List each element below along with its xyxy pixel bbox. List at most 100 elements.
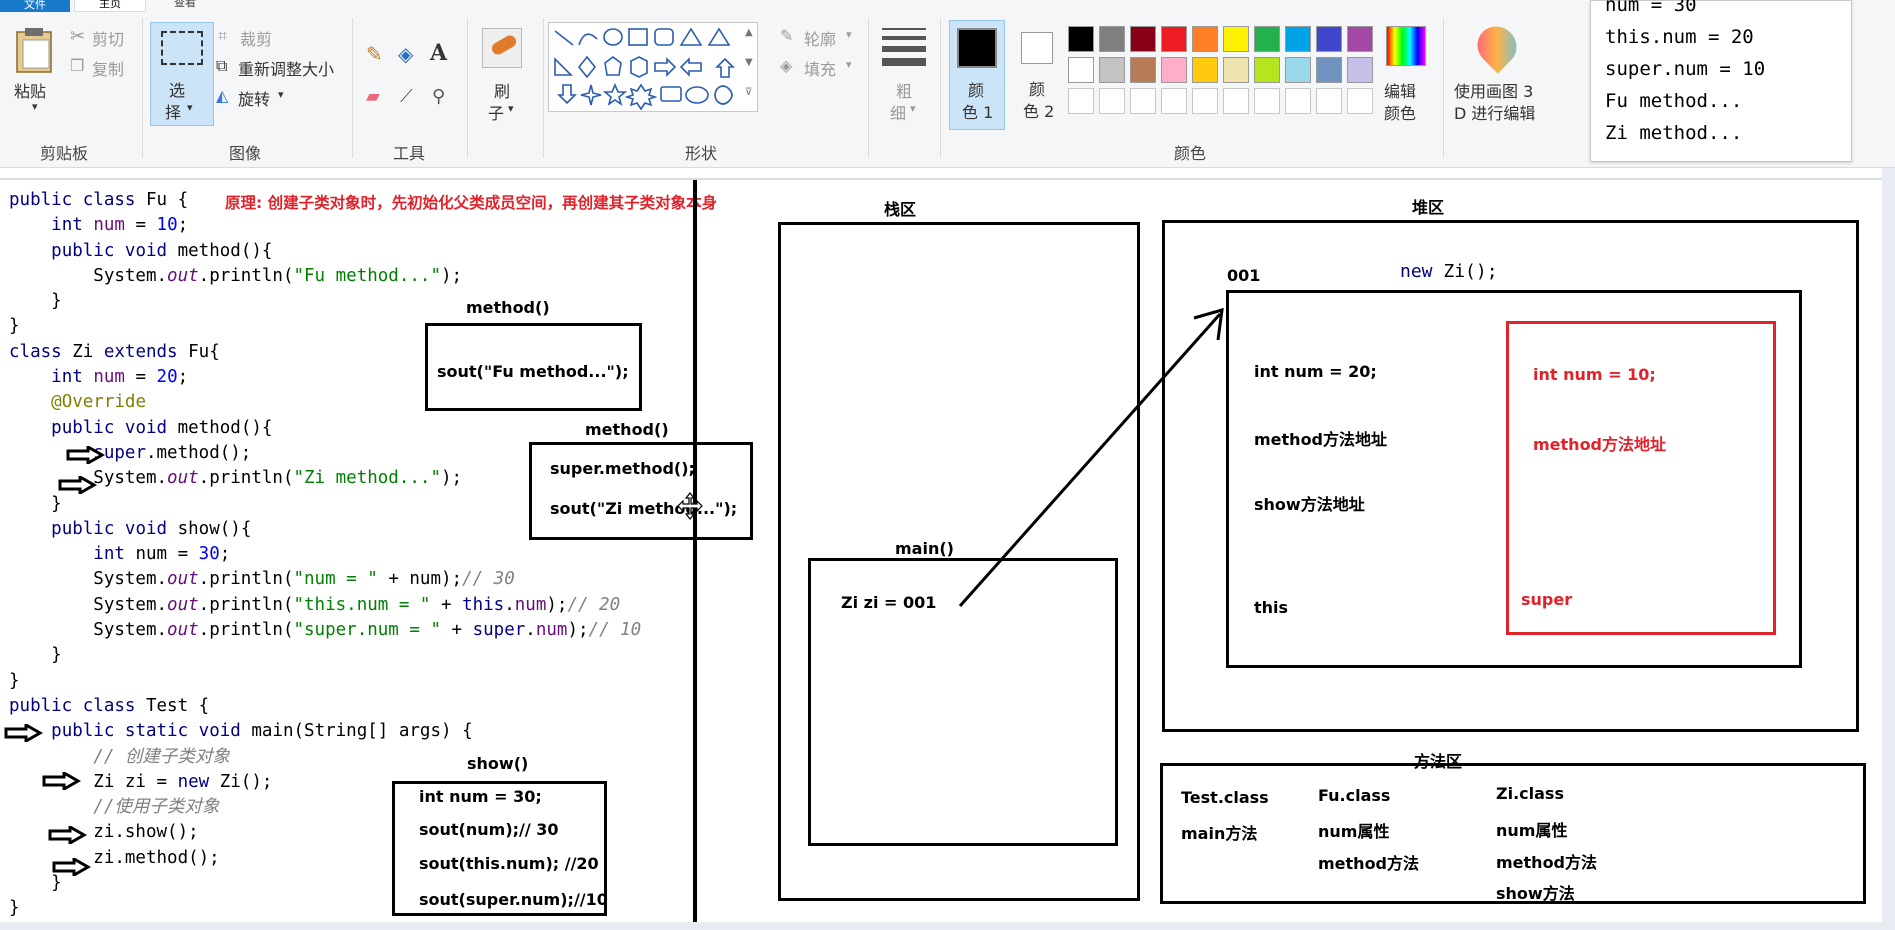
vertical-scrollbar[interactable] [1882, 168, 1895, 930]
palette-swatch[interactable] [1192, 26, 1218, 52]
stack-frame [778, 222, 1140, 901]
outline-button[interactable]: 轮廓 [804, 30, 837, 49]
method-area-item: Test.class [1181, 788, 1269, 807]
tab-home[interactable]: 主页 [74, 0, 146, 12]
console-line: Zi method... [1605, 122, 1743, 144]
rotate-icon: ◭ [216, 86, 229, 105]
separator [543, 18, 544, 158]
palette-swatch-empty[interactable] [1347, 88, 1373, 114]
brush-label-2: 子 [488, 104, 505, 123]
console-line: super.num = 10 [1605, 58, 1766, 80]
zi-object-this: this [1254, 598, 1289, 617]
palette-swatch-empty[interactable] [1130, 88, 1156, 114]
method-area-item: Zi.class [1496, 784, 1564, 803]
gallery-expand[interactable]: ⊽ [745, 87, 753, 98]
select-button[interactable]: 选 择 ▾ [150, 22, 214, 126]
eraser-icon[interactable]: ▰ [366, 86, 380, 107]
palette-swatch[interactable] [1285, 26, 1311, 52]
rainbow-icon [1386, 26, 1426, 66]
shapes-gallery[interactable]: ▲ ▼ ⊽ [548, 22, 758, 112]
palette-swatch[interactable] [1068, 57, 1094, 83]
palette-swatch[interactable] [1161, 26, 1187, 52]
fill-button[interactable]: 填充 [804, 60, 837, 79]
tab-view[interactable]: 查看 [174, 0, 196, 9]
palette-swatch-empty[interactable] [1223, 88, 1249, 114]
super-object-field: int num = 10; [1533, 365, 1656, 384]
exec-arrow-icon [66, 446, 106, 464]
gallery-scroll-down[interactable]: ▼ [745, 57, 753, 68]
paste-button[interactable]: 粘贴 ▾ [10, 22, 60, 122]
outline-icon: ✎ [780, 26, 794, 45]
pencil-icon[interactable]: ✎ [366, 42, 383, 66]
method-area-item: num属性 [1496, 821, 1568, 840]
super-object-field: method方法地址 [1533, 435, 1667, 454]
palette-swatch[interactable] [1223, 26, 1249, 52]
scissors-icon: ✂ [70, 26, 86, 47]
palette-swatch[interactable] [1347, 26, 1373, 52]
paste-label: 粘贴 [14, 82, 47, 101]
palette-swatch[interactable] [1223, 57, 1249, 83]
palette-swatch[interactable] [1254, 57, 1280, 83]
palette-swatch[interactable] [1316, 57, 1342, 83]
paint3d-button[interactable]: 使用画图 3 D 进行编辑 [1448, 18, 1548, 126]
edit-colors-label-b: 颜色 [1384, 104, 1417, 123]
palette-swatch[interactable] [1130, 26, 1156, 52]
color1-swatch [957, 28, 997, 68]
fill-bucket-icon[interactable]: ◈ [398, 42, 414, 66]
size-dropdown-icon: ▾ [910, 102, 916, 115]
copy-icon: ❐ [70, 56, 85, 75]
method-area-item: Fu.class [1318, 786, 1391, 805]
color2-label-a: 颜 [1029, 80, 1046, 99]
palette-swatch-empty[interactable] [1192, 88, 1218, 114]
palette-swatch[interactable] [1099, 26, 1125, 52]
tab-file[interactable]: 文件 [0, 0, 70, 12]
cut-button[interactable]: 剪切 [92, 30, 125, 49]
edit-colors-button[interactable]: 编辑 颜色 [1380, 22, 1434, 126]
show-line: int num = 30; [419, 787, 542, 806]
copy-button[interactable]: 复制 [92, 60, 125, 79]
color2-button[interactable]: 颜 色 2 [1011, 20, 1065, 130]
palette-swatch-empty[interactable] [1316, 88, 1342, 114]
exec-arrow-icon [42, 772, 82, 790]
method-area-title: 方法区 [1414, 752, 1463, 771]
paint3d-label-a: 使用画图 3 [1454, 82, 1534, 101]
palette-swatch-empty[interactable] [1285, 88, 1311, 114]
reference-arrow [958, 307, 1224, 607]
resize-button[interactable]: 重新调整大小 [238, 60, 335, 79]
size-button[interactable]: 粗 细 ▾ [874, 22, 934, 126]
palette-swatch-empty[interactable] [1254, 88, 1280, 114]
text-icon[interactable]: A [430, 40, 448, 66]
zi-method-title: method() [585, 420, 669, 439]
palette-swatch-empty[interactable] [1161, 88, 1187, 114]
color2-swatch [1021, 32, 1053, 64]
color-picker-icon[interactable]: ⟋ [400, 86, 413, 107]
heap-new-expr: new Zi(); [1400, 261, 1498, 282]
palette-swatch[interactable] [1254, 26, 1280, 52]
palette-swatch[interactable] [1068, 26, 1094, 52]
palette-swatch-empty[interactable] [1068, 88, 1094, 114]
gallery-scroll-up[interactable]: ▲ [745, 27, 753, 38]
palette-swatch-empty[interactable] [1099, 88, 1125, 114]
separator [868, 18, 869, 158]
zi-object-field: show方法地址 [1254, 495, 1365, 514]
color2-label-b: 色 2 [1023, 102, 1055, 121]
magnifier-icon[interactable]: ⚲ [432, 86, 446, 107]
rotate-button[interactable]: 旋转 [238, 90, 271, 109]
line-size-icon [882, 28, 926, 66]
palette-swatch[interactable] [1285, 57, 1311, 83]
horizontal-scrollbar[interactable] [0, 922, 1895, 930]
show-line: sout(num);// 30 [419, 820, 559, 839]
brushes-button[interactable]: 刷 子 ▾ [474, 22, 528, 126]
palette-swatch[interactable] [1161, 57, 1187, 83]
main-var: Zi zi = 001 [841, 593, 937, 612]
fill-dropdown-icon: ▾ [846, 58, 852, 71]
color1-button[interactable]: 颜 色 1 [949, 20, 1005, 130]
super-object-label: super [1521, 590, 1573, 609]
crop-button[interactable]: 裁剪 [240, 30, 273, 49]
palette-swatch[interactable] [1192, 57, 1218, 83]
palette-swatch[interactable] [1347, 57, 1373, 83]
palette-swatch[interactable] [1130, 57, 1156, 83]
drawing-canvas[interactable] [0, 178, 1895, 923]
palette-swatch[interactable] [1316, 26, 1342, 52]
palette-swatch[interactable] [1099, 57, 1125, 83]
